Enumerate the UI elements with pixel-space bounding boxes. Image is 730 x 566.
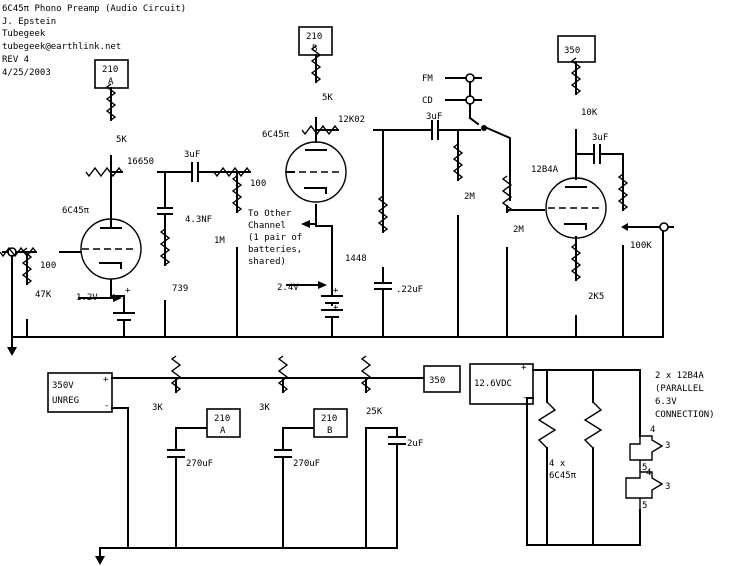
svg-text:4: 4 <box>650 425 655 435</box>
svg-text:2.4V: 2.4V <box>277 283 299 293</box>
revision: REV 4 <box>2 55 29 65</box>
svg-text:739: 739 <box>172 284 188 294</box>
svg-text:Channel: Channel <box>248 221 286 231</box>
svg-text:3uF: 3uF <box>592 133 608 143</box>
svg-text:5: 5 <box>642 501 647 511</box>
svg-text:100: 100 <box>250 179 266 189</box>
tube-output-icon <box>545 177 607 239</box>
svg-text:5: 5 <box>642 463 647 473</box>
svg-text:(PARALLEL: (PARALLEL <box>655 384 704 394</box>
svg-text:3: 3 <box>665 482 670 492</box>
svg-text:25K: 25K <box>366 407 383 417</box>
svg-text:+: + <box>103 375 109 385</box>
svg-text:10K: 10K <box>581 108 598 118</box>
svg-text:4.3NF: 4.3NF <box>185 215 212 225</box>
svg-text:shared): shared) <box>248 257 286 267</box>
tube-label-stage1: 6C45π <box>62 206 90 216</box>
heater-supply-section: 12.6VDC + - 4 x 6C45π 2 x 12B4A (PARALLE… <box>469 363 715 546</box>
supply-box-350: 350 <box>557 35 596 63</box>
svg-text:UNREG: UNREG <box>52 396 79 406</box>
svg-text:+: + <box>125 286 131 296</box>
svg-text:4 x: 4 x <box>549 459 566 469</box>
svg-text:210: 210 <box>321 414 337 424</box>
svg-text:350V: 350V <box>52 381 74 391</box>
svg-text:-: - <box>104 401 109 411</box>
svg-text:A: A <box>108 77 114 87</box>
header-block: 6C45π Phono Preamp (Audio Circuit) J. Ep… <box>2 4 186 78</box>
svg-text:+: + <box>333 303 339 313</box>
svg-text:270uF: 270uF <box>186 459 213 469</box>
date: 4/25/2003 <box>2 68 51 78</box>
svg-text:3uF: 3uF <box>184 150 200 160</box>
ps-ground-arrow-icon <box>95 556 105 565</box>
cd-label: CD <box>422 96 433 106</box>
svg-text:210: 210 <box>102 65 118 75</box>
heater-12b4a-2-icon <box>625 471 664 510</box>
svg-text:350: 350 <box>564 46 580 56</box>
svg-text:5K: 5K <box>322 93 333 103</box>
svg-text:6.3V: 6.3V <box>655 397 677 407</box>
author: J. Epstein <box>2 17 56 27</box>
svg-text:1448: 1448 <box>345 254 367 264</box>
supply-box-210a: 210 A <box>94 59 129 89</box>
svg-text:3K: 3K <box>152 403 163 413</box>
fm-label: FM <box>422 74 433 84</box>
svg-text:47K: 47K <box>35 290 52 300</box>
power-supply-section: 350V UNREG + - 210 A 3K 270uF 210 B 3K 2… <box>47 355 461 565</box>
cd-jack-icon <box>465 95 475 105</box>
svg-text:16650: 16650 <box>127 157 154 167</box>
svg-text:350: 350 <box>429 376 445 386</box>
svg-text:1M: 1M <box>214 236 225 246</box>
svg-text:2K5: 2K5 <box>588 292 604 302</box>
supply-box-210b: 210 B <box>298 26 333 56</box>
tube-stage2-icon <box>285 141 347 203</box>
svg-text:3: 3 <box>665 441 670 451</box>
svg-text:12.6VDC: 12.6VDC <box>474 379 512 389</box>
svg-text:2 x 12B4A: 2 x 12B4A <box>655 371 704 381</box>
svg-text:To Other: To Other <box>248 209 292 219</box>
ground-arrow-icon <box>7 347 17 356</box>
svg-text:batteries,: batteries, <box>248 245 302 255</box>
email: tubegeek@earthlink.net <box>2 42 121 52</box>
handle: Tubegeek <box>2 29 46 39</box>
svg-text:A: A <box>220 426 226 436</box>
title: 6C45π Phono Preamp (Audio Circuit) <box>2 4 186 14</box>
output-jack-icon <box>659 222 669 232</box>
fm-jack-icon <box>465 73 475 83</box>
heater-12b4a-1-icon <box>629 435 664 472</box>
component-labels: 5K 16650 3uF 100 47K 1.2V 4.3NF 739 1M 1… <box>35 74 652 313</box>
svg-text:2uF: 2uF <box>407 439 423 449</box>
svg-text:3K: 3K <box>259 403 270 413</box>
svg-text:1.2V: 1.2V <box>76 293 98 303</box>
tube-stage1-icon <box>80 218 142 280</box>
svg-text:B: B <box>327 426 332 436</box>
svg-text:210: 210 <box>306 32 322 42</box>
tube-label-output: 12B4A <box>531 165 559 175</box>
svg-text:B: B <box>312 44 317 54</box>
svg-text:12K02: 12K02 <box>338 115 365 125</box>
circuit-wiring <box>0 45 674 356</box>
svg-text:CONNECTION): CONNECTION) <box>655 410 715 420</box>
svg-text:100K: 100K <box>630 241 652 251</box>
svg-text:5K: 5K <box>116 135 127 145</box>
svg-text:6C45π: 6C45π <box>549 471 577 481</box>
svg-text:100: 100 <box>40 261 56 271</box>
svg-text:+: + <box>521 363 527 373</box>
svg-text:2M: 2M <box>464 192 475 202</box>
svg-text:270uF: 270uF <box>293 459 320 469</box>
svg-text:2M: 2M <box>513 225 524 235</box>
svg-text:4: 4 <box>646 468 651 478</box>
svg-text:(1 pair of: (1 pair of <box>248 233 302 243</box>
svg-text:+: + <box>333 286 339 296</box>
svg-text:-: - <box>522 393 527 403</box>
svg-text:.22uF: .22uF <box>396 285 423 295</box>
tube-label-stage2: 6C45π <box>262 130 290 140</box>
svg-text:210: 210 <box>214 414 230 424</box>
svg-text:3uF: 3uF <box>426 112 442 122</box>
